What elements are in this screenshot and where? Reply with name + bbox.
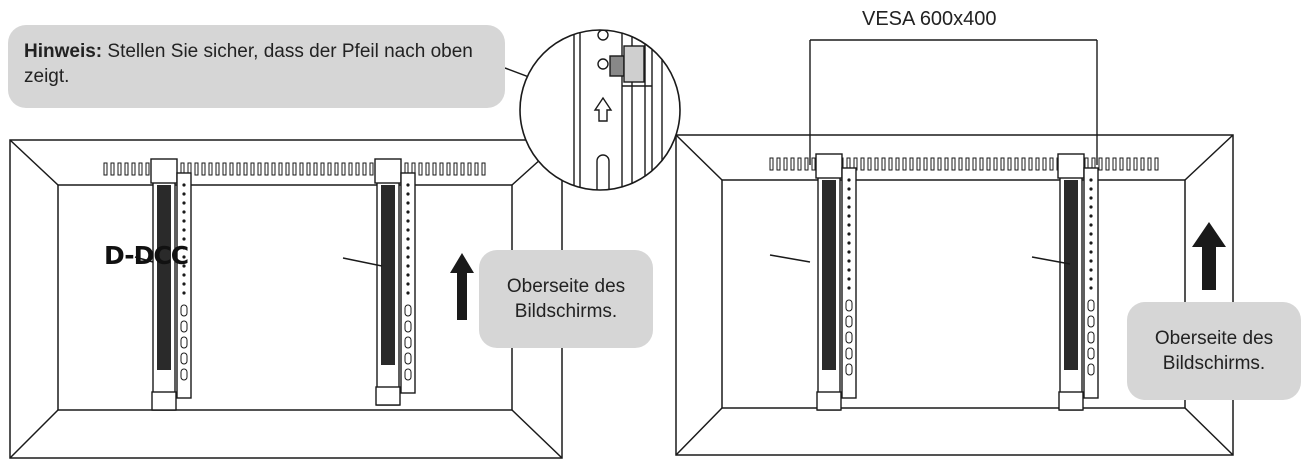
mounting-bracket [815,153,857,411]
callout-line-2: Bildschirms. [1162,353,1266,374]
mounting-bracket [374,158,416,406]
screen-top-callout-right: Oberseite des Bildschirms. [1127,302,1301,400]
tv-right [675,134,1234,456]
callout-line-2: Bildschirms. [514,301,618,322]
note-callout: Hinweis: Stellen Sie sicher, dass der Pf… [8,25,505,108]
note-label: Hinweis: [24,41,103,62]
callout-line-1: Oberseite des [506,276,626,297]
mounting-bracket [1057,153,1099,411]
callout-line-1: Oberseite des [1154,328,1274,349]
magnifier-detail [519,29,681,191]
vesa-dimension [809,39,1098,165]
small-up-arrow-icon [593,96,613,122]
part-label: D-DCC [104,241,189,270]
mounting-bracket [150,158,192,411]
up-arrow-icon [450,253,474,320]
note-text: Stellen Sie sicher, dass der Pfeil nach … [24,41,473,87]
up-arrow-icon [1192,222,1226,290]
screen-top-callout-left: Oberseite des Bildschirms. [479,250,653,348]
vesa-label: VESA 600x400 [862,8,997,30]
